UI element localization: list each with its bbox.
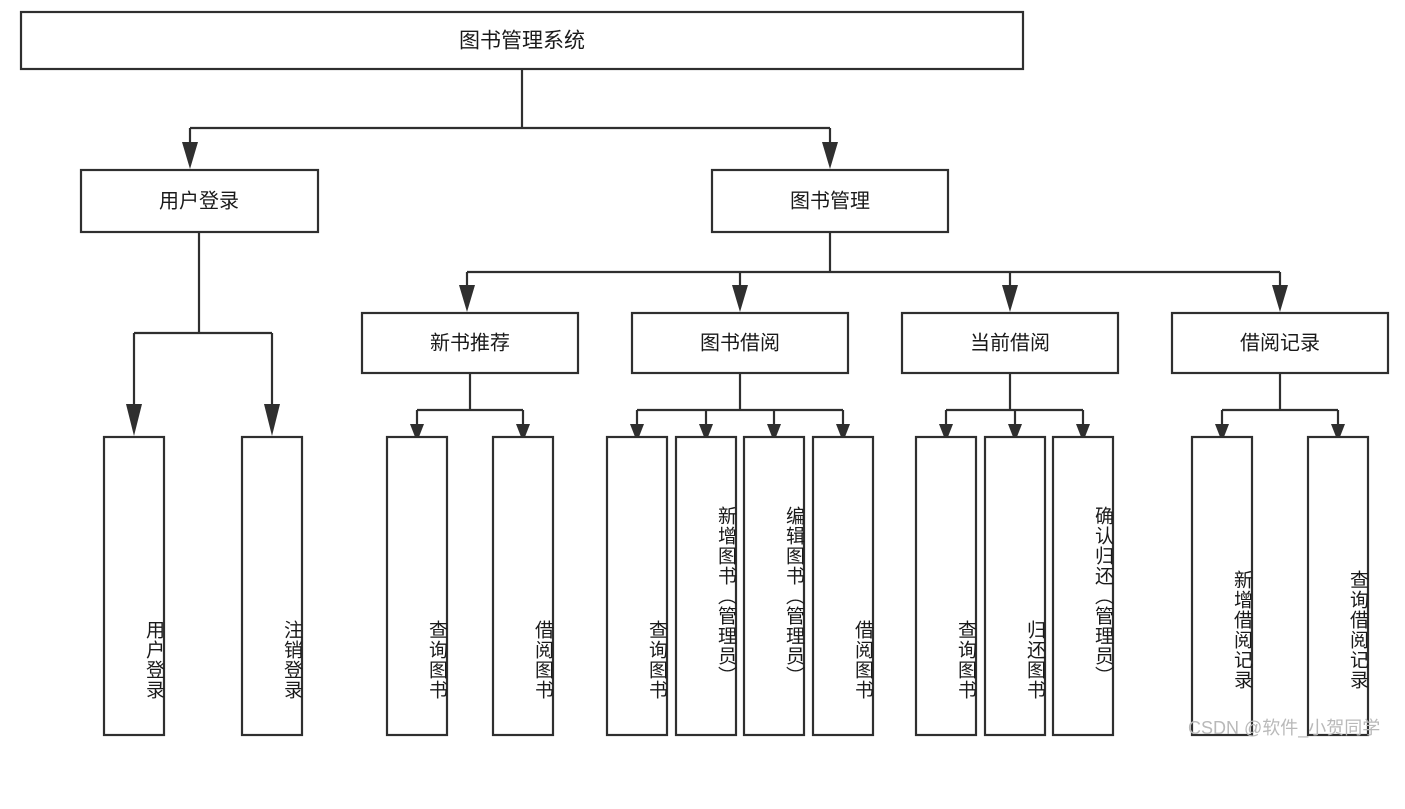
leaf-box-book-borrow-3[interactable] (742, 435, 806, 737)
node-user-login[interactable]: 用户登录 (79, 168, 320, 234)
arrowhead-cb-leaf3 (1076, 424, 1090, 442)
arrowhead-bb-leaf1 (630, 424, 644, 442)
arrowhead-ul-leaf1 (126, 404, 142, 436)
node-book-borrow-label: 图书借阅 (700, 331, 780, 354)
leaf-box-book-borrow-4[interactable] (811, 435, 875, 737)
node-current-borrow-label: 当前借阅 (970, 331, 1050, 354)
node-current-borrow-box[interactable] (900, 311, 1120, 375)
node-book-manage-box[interactable] (710, 168, 950, 234)
leaf-box-current-borrow-1[interactable] (914, 435, 978, 737)
arrowhead-br-leaf2 (1331, 424, 1345, 442)
leaf-box-current-borrow-2[interactable] (983, 435, 1047, 737)
node-user-login-box[interactable] (79, 168, 320, 234)
leaf-box-borrow-record-2[interactable] (1306, 435, 1370, 737)
node-new-book-recommend-label: 新书推荐 (430, 331, 510, 354)
arrowhead-br-leaf1 (1215, 424, 1229, 442)
node-root-label: 图书管理系统 (459, 30, 585, 53)
leaf-box-book-borrow-2[interactable] (674, 435, 738, 737)
leaf-box-user-login-1[interactable] (102, 435, 166, 737)
node-book-manage-label: 图书管理 (790, 189, 870, 212)
leaf-box-book-borrow-1[interactable] (605, 435, 669, 737)
node-borrow-record-label: 借阅记录 (1240, 331, 1320, 354)
node-current-borrow[interactable]: 当前借阅 (900, 311, 1120, 375)
arrowhead-current-borrow (1002, 285, 1018, 312)
leaf-box-new-book-1[interactable] (385, 435, 449, 737)
diagram-canvas: 图书管理系统 用户登录 图书管理 新书推荐 图书借阅 当前借阅 借阅记录 (19, 10, 1390, 738)
leaf-box-current-borrow-3[interactable] (1051, 435, 1115, 737)
arrowhead-bb-leaf3 (767, 424, 781, 442)
node-book-borrow[interactable]: 图书借阅 (630, 311, 850, 375)
node-root-box[interactable] (19, 10, 1025, 71)
leaf-box-new-book-2[interactable] (491, 435, 555, 737)
arrowhead-borrow-record (1272, 285, 1288, 312)
arrowhead-nb-leaf2 (516, 424, 530, 442)
arrowhead-layer (126, 142, 1345, 442)
node-new-book-recommend-box[interactable] (360, 311, 580, 375)
node-book-manage[interactable]: 图书管理 (710, 168, 950, 234)
node-borrow-record-box[interactable] (1170, 311, 1390, 375)
arrowhead-book-borrow (732, 285, 748, 312)
connector-layer (132, 70, 1340, 424)
node-borrow-record[interactable]: 借阅记录 (1170, 311, 1390, 375)
node-root[interactable]: 图书管理系统 (19, 10, 1025, 71)
arrowhead-book-manage (822, 142, 838, 169)
csdn-watermark: CSDN @软件_小贺同学 (1188, 718, 1381, 738)
arrowhead-bb-leaf4 (836, 424, 850, 442)
arrowhead-cb-leaf1 (939, 424, 953, 442)
arrowhead-cb-leaf2 (1008, 424, 1022, 442)
leaf-box-borrow-record-1[interactable] (1190, 435, 1254, 737)
arrowhead-nb-leaf1 (410, 424, 424, 442)
flowchart-svg: 图书管理系统 用户登录 图书管理 新书推荐 图书借阅 当前借阅 借阅记录 (19, 10, 1390, 737)
node-book-borrow-box[interactable] (630, 311, 850, 375)
arrowhead-new-book (459, 285, 475, 312)
arrowhead-user-login (182, 142, 198, 169)
node-user-login-label: 用户登录 (159, 189, 239, 212)
leaf-box-user-login-2[interactable] (240, 435, 304, 737)
node-new-book-recommend[interactable]: 新书推荐 (360, 311, 580, 375)
arrowhead-bb-leaf2 (699, 424, 713, 442)
arrowhead-ul-leaf2 (264, 404, 280, 436)
